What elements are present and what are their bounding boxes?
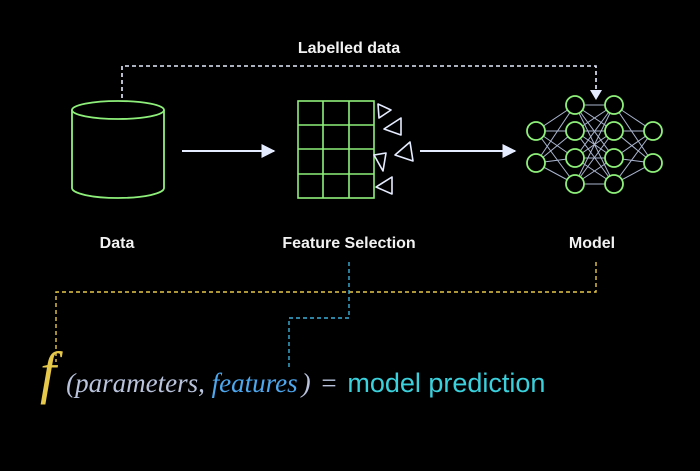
network-node [643,153,663,173]
network-node [643,121,663,141]
network-node [565,148,585,168]
neural-network-icon [526,95,663,194]
network-edge [574,104,615,159]
labelled-data-arrowhead [590,90,602,100]
formula-close-paren: ) [300,368,311,398]
network-edge [613,130,654,185]
labelled-data-label: Labelled data [298,40,400,57]
feature-grid-icon [297,100,375,199]
feature-selection-label: Feature Selection [282,235,415,252]
feature-triangles-icon [373,103,414,195]
database-cylinder-icon [71,100,165,199]
model-label: Model [569,235,615,252]
network-edge [574,104,615,185]
formula-features: features [212,368,298,398]
formula-equals: = [315,368,344,398]
network-edge [613,104,654,164]
network-node [526,153,546,173]
network-node [604,148,624,168]
formula-parameters: (parameters, [66,368,211,398]
formula-result: model prediction [347,368,545,398]
network-node [604,121,624,141]
features-connector [288,262,350,370]
network-node [604,95,624,115]
function-formula: f (parameters, features ) = model predic… [40,340,545,405]
network-edge [535,104,576,164]
data-label: Data [100,235,135,252]
network-node [565,95,585,115]
labelled-data-connector [121,65,597,98]
network-node [565,121,585,141]
network-node [565,174,585,194]
network-edge [535,130,576,185]
model-to-function-connector [55,262,597,362]
network-node [604,174,624,194]
network-node [526,121,546,141]
network-edge [574,130,615,185]
